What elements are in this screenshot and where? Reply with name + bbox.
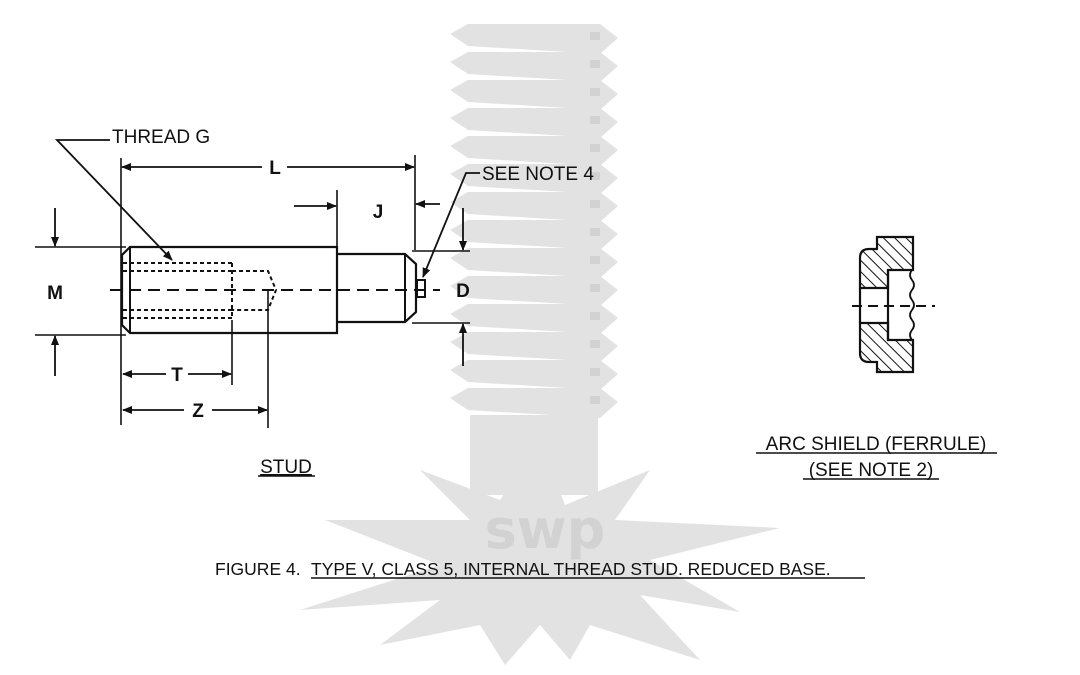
- watermark-thread-ridge: [450, 192, 618, 222]
- watermark-thread-stud: [450, 24, 618, 495]
- label-l: L: [269, 158, 281, 179]
- watermark-thread-shade: [590, 116, 600, 124]
- watermark-thread-ridge: [450, 276, 618, 306]
- watermark-thread-ridge: [450, 360, 618, 390]
- watermark-logo: swp: [485, 498, 606, 561]
- caption-prefix: FIGURE 4.: [215, 559, 301, 579]
- watermark-thread-ridge: [450, 136, 618, 166]
- ferrule-drawing: ARC SHIELD (FERRULE) (SEE NOTE 2): [756, 235, 997, 481]
- dimension-z: Z: [122, 401, 268, 422]
- watermark-thread-shade: [590, 88, 600, 96]
- watermark-thread-shade: [590, 340, 600, 348]
- watermark-thread-ridge: [450, 52, 618, 82]
- label-d: D: [456, 281, 470, 302]
- watermark-thread-shade: [590, 200, 600, 208]
- watermark-thread-shade: [590, 256, 600, 264]
- leader-see-note-4: SEE NOTE 4: [422, 164, 594, 278]
- watermark-thread-shade: [590, 368, 600, 376]
- label-z: Z: [192, 401, 204, 422]
- watermark-thread-shade: [590, 284, 600, 292]
- dimension-m: M: [47, 208, 63, 376]
- watermark-thread-shade: [590, 32, 600, 40]
- dimension-t: T: [122, 365, 232, 386]
- ferrule-section-bottom: [858, 321, 915, 374]
- dimension-l: L: [121, 158, 415, 179]
- ferrule-break-line: [909, 269, 915, 341]
- watermark-thread-shade: [590, 144, 600, 152]
- watermark-thread-shade: [590, 312, 600, 320]
- watermark-thread-ridge: [450, 332, 618, 362]
- watermark-thread-shade: [590, 172, 600, 180]
- leader-thread-g: THREAD G: [54, 127, 210, 261]
- watermark-thread-ridge: [450, 220, 618, 250]
- stud-drawing: L J M D T Z: [35, 127, 594, 478]
- label-m: M: [47, 283, 63, 304]
- ferrule-title-line2: (SEE NOTE 2): [809, 460, 934, 481]
- watermark: swp: [300, 24, 780, 665]
- watermark-thread-ridge: [450, 24, 618, 54]
- watermark-thread-ridge: [450, 108, 618, 138]
- label-t: T: [171, 365, 183, 386]
- dimension-j: J: [294, 200, 440, 223]
- watermark-thread-ridge: [450, 164, 618, 194]
- ferrule-section-top: [858, 235, 915, 290]
- watermark-starburst: [300, 440, 780, 665]
- label-thread-g: THREAD G: [112, 127, 210, 148]
- watermark-thread-ridge: [450, 388, 618, 418]
- tip-nub: [416, 279, 426, 298]
- ferrule-title-line1: ARC SHIELD (FERRULE): [766, 434, 987, 455]
- dimension-d: D: [456, 208, 470, 366]
- watermark-thread-shade: [590, 396, 600, 404]
- internal-thread-hidden-lines: [123, 262, 278, 319]
- watermark-thread-shade: [590, 228, 600, 236]
- label-see-note-4: SEE NOTE 4: [482, 164, 594, 185]
- figure-caption: FIGURE 4. TYPE V, CLASS 5, INTERNAL THRE…: [215, 559, 865, 579]
- watermark-thread-ridge: [450, 248, 618, 278]
- watermark-thread-ridge: [450, 304, 618, 334]
- label-j: J: [373, 202, 384, 223]
- watermark-thread-ridge: [450, 80, 618, 110]
- watermark-thread-shade: [590, 60, 600, 68]
- caption-title: TYPE V, CLASS 5, INTERNAL THREAD STUD. R…: [311, 559, 831, 579]
- stud-title: STUD: [260, 457, 312, 478]
